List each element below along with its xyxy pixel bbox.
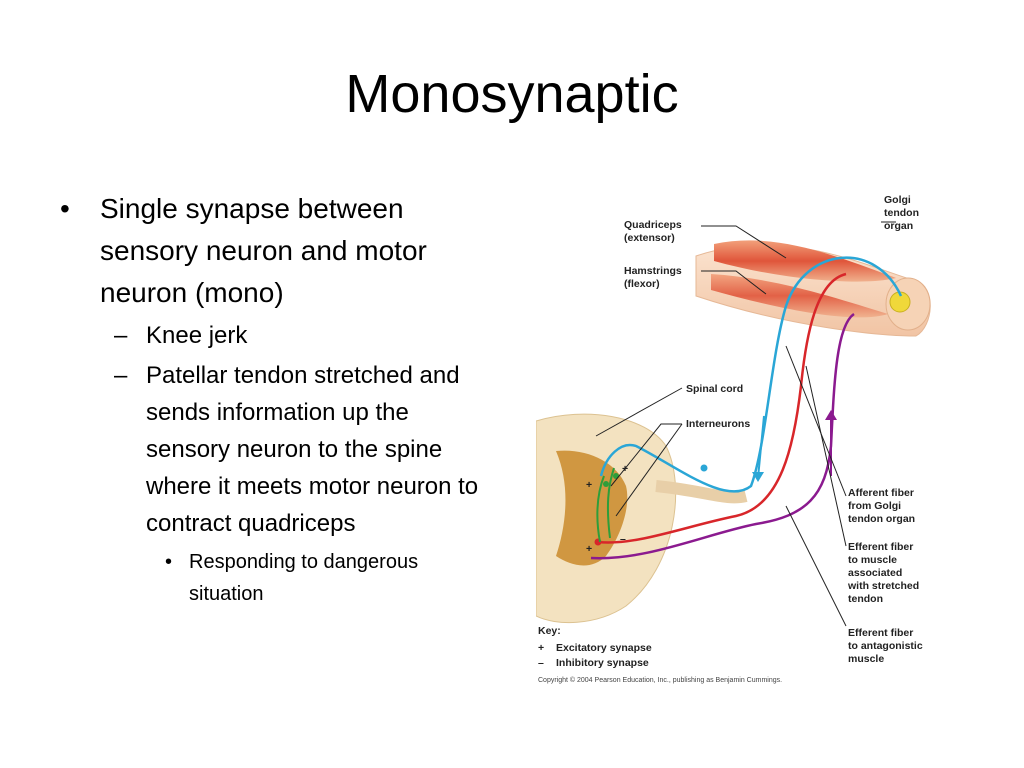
hamstrings-label-line1: Hamstrings bbox=[624, 265, 682, 277]
antagonist-label-line2: to antagonistic bbox=[848, 640, 923, 652]
afferent-label-line2: from Golgi bbox=[848, 500, 901, 512]
key-inhibitory-label: Inhibitory synapse bbox=[556, 657, 649, 669]
excitatory-synapse-mark: + bbox=[586, 543, 592, 555]
spinal-nerve bbox=[655, 480, 748, 504]
interneurons-label: Interneurons bbox=[686, 418, 750, 430]
key-inhibitory-symbol: – bbox=[538, 657, 544, 669]
copyright-notice: Copyright © 2004 Pearson Education, Inc.… bbox=[538, 676, 782, 684]
golgi-label-line1: Golgi bbox=[884, 194, 911, 206]
quadriceps-label-line2: (extensor) bbox=[624, 232, 675, 244]
inhibitory-synapse-mark: – bbox=[620, 533, 626, 545]
sub-bullet-item: – Patellar tendon stretched and sends in… bbox=[56, 357, 486, 542]
sensory-ganglion bbox=[700, 464, 708, 472]
sub-bullet-text: Knee jerk bbox=[146, 322, 248, 349]
interneuron bbox=[606, 467, 615, 539]
spinal-cord-label: Spinal cord bbox=[686, 383, 743, 395]
quadriceps-label-line1: Quadriceps bbox=[624, 219, 682, 231]
interneuron-body bbox=[613, 473, 619, 479]
dash-marker: – bbox=[114, 322, 128, 349]
key-excitatory-symbol: + bbox=[538, 642, 544, 654]
antagonist-fiber bbox=[590, 312, 855, 560]
hamstrings-label-line2: (flexor) bbox=[624, 278, 660, 290]
antagonist-arrowhead bbox=[825, 410, 837, 420]
sub-bullet-text: Patellar tendon stretched and sends info… bbox=[146, 362, 479, 537]
key-title: Key: bbox=[538, 625, 561, 637]
bullet-list: • Single synapse between sensory neuron … bbox=[56, 188, 486, 610]
key-excitatory-label: Excitatory synapse bbox=[556, 642, 652, 654]
bullet-item: • Single synapse between sensory neuron … bbox=[56, 188, 486, 314]
slide-title: Monosynaptic bbox=[345, 64, 679, 124]
bullet-marker: • bbox=[165, 551, 173, 573]
antagonist-label-line1: Efferent fiber bbox=[848, 627, 913, 639]
sensory-arrowhead bbox=[752, 472, 764, 482]
quadriceps-muscle bbox=[714, 240, 896, 282]
sub-sub-bullet-text: Responding to dangerous situation bbox=[189, 551, 419, 605]
reflex-arc-illustration: + + + – Golgi tendon organ Quadriceps (e… bbox=[536, 194, 931, 684]
sub-bullet-item: – Knee jerk bbox=[56, 317, 486, 354]
afferent-label-line1: Afferent fiber bbox=[848, 487, 914, 499]
bullet-text: Single synapse between sensory neuron an… bbox=[100, 193, 427, 308]
hamstrings-muscle bbox=[711, 274, 888, 318]
excitatory-synapse-mark: + bbox=[586, 479, 592, 491]
leader-lines bbox=[595, 221, 896, 627]
reflex-arc-figure: + + + – Golgi tendon organ Quadriceps (e… bbox=[536, 186, 956, 686]
interneuron bbox=[596, 475, 605, 543]
efferent-label-line3: associated bbox=[848, 567, 902, 579]
motor-fiber bbox=[597, 272, 847, 544]
sub-sub-bullet-item: • Responding to dangerous situation bbox=[56, 546, 486, 610]
golgi-label-line3: organ bbox=[884, 220, 913, 232]
bullet-marker: • bbox=[60, 193, 70, 224]
dash-marker: – bbox=[114, 362, 128, 389]
efferent-label-line5: tendon bbox=[848, 593, 883, 605]
afferent-label-line3: tendon organ bbox=[848, 513, 915, 525]
golgi-label-line2: tendon bbox=[884, 207, 919, 219]
antagonist-label-line3: muscle bbox=[848, 653, 884, 665]
efferent-label-line2: to muscle bbox=[848, 554, 897, 566]
efferent-label-line4: with stretched bbox=[847, 580, 919, 592]
sensory-arrow bbox=[757, 415, 765, 479]
efferent-label-line1: Efferent fiber bbox=[848, 541, 913, 553]
interneuron-body bbox=[603, 481, 609, 487]
